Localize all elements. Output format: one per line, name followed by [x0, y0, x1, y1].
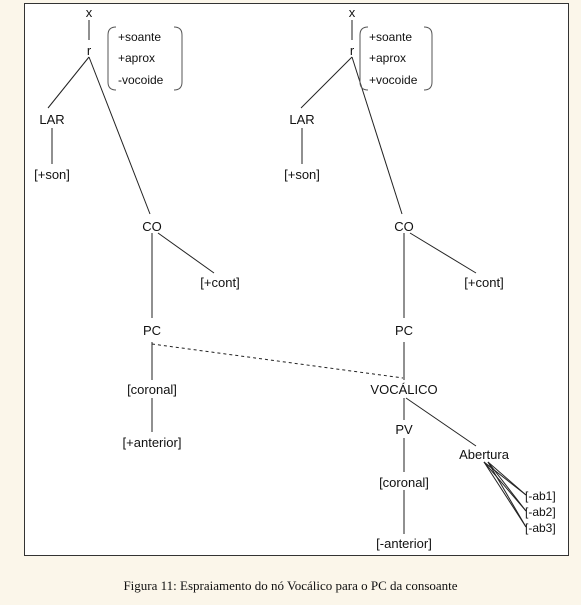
feature-anterior-left: [+anterior] — [123, 435, 182, 450]
node-pc-right: PC — [395, 323, 413, 338]
feature-aprox-right: +aprox — [369, 51, 406, 65]
edge-r-lar-left — [47, 56, 90, 109]
node-r-right: r — [350, 43, 355, 58]
node-vocalico: VOCÁLICO — [370, 382, 437, 397]
edge-r-co-left — [88, 56, 151, 215]
feature-soante-right: +soante — [369, 30, 412, 44]
edge-abertura-ab3-b — [487, 461, 527, 528]
feature-coronal-right: [coronal] — [379, 475, 429, 490]
edge-co-cont-left — [157, 232, 215, 274]
node-x-left: x — [86, 5, 93, 20]
node-pc-left: PC — [143, 323, 161, 338]
edge-abertura-ab3 — [483, 461, 527, 528]
edge-abertura-ab2 — [483, 461, 527, 512]
right-tree: x r +soante +aprox +vocoide LAR [+son] C… — [284, 5, 556, 551]
edge-abertura-ab2-b — [487, 461, 527, 512]
feature-soante-left: +soante — [118, 30, 161, 44]
edge-abertura-ab1-b — [487, 461, 527, 496]
feature-cont-right: [+cont] — [464, 275, 503, 290]
figure-caption: Figura 11: Espraiamento do nó Vocálico p… — [123, 578, 458, 593]
node-r-left: r — [87, 43, 92, 58]
node-abertura: Abertura — [459, 447, 510, 462]
feature-aprox-left: +aprox — [118, 51, 155, 65]
node-co-left: CO — [142, 219, 162, 234]
feature-anterior-right: [-anterior] — [376, 536, 432, 551]
feature-bracket-open-right — [359, 26, 369, 91]
feature-bracket-close-left — [173, 26, 183, 91]
feature-ab3: [-ab3] — [525, 521, 556, 535]
node-pv: PV — [395, 422, 413, 437]
node-co-right: CO — [394, 219, 414, 234]
node-x-right: x — [349, 5, 356, 20]
left-tree: x r +soante +aprox -vocoide LAR [+son] C… — [34, 5, 240, 450]
node-lar-right: LAR — [289, 112, 314, 127]
edge-vocalico-abertura — [405, 397, 477, 447]
edge-r-lar-right — [300, 56, 353, 109]
feature-ab1: [-ab1] — [525, 489, 556, 503]
feature-cont-left: [+cont] — [200, 275, 239, 290]
feature-bracket-open-left — [107, 26, 117, 91]
feature-vocoide-right: +vocoide — [369, 73, 418, 87]
feature-coronal-left: [coronal] — [127, 382, 177, 397]
feature-vocoide-left: -vocoide — [118, 73, 164, 87]
feature-son-right: [+son] — [284, 167, 320, 182]
diagram-frame — [24, 3, 569, 556]
feature-ab2: [-ab2] — [525, 505, 556, 519]
spreading-link — [151, 343, 404, 379]
feature-bracket-close-right — [423, 26, 433, 91]
node-lar-left: LAR — [39, 112, 64, 127]
edge-co-cont-right — [409, 232, 477, 274]
feature-son-left: [+son] — [34, 167, 70, 182]
